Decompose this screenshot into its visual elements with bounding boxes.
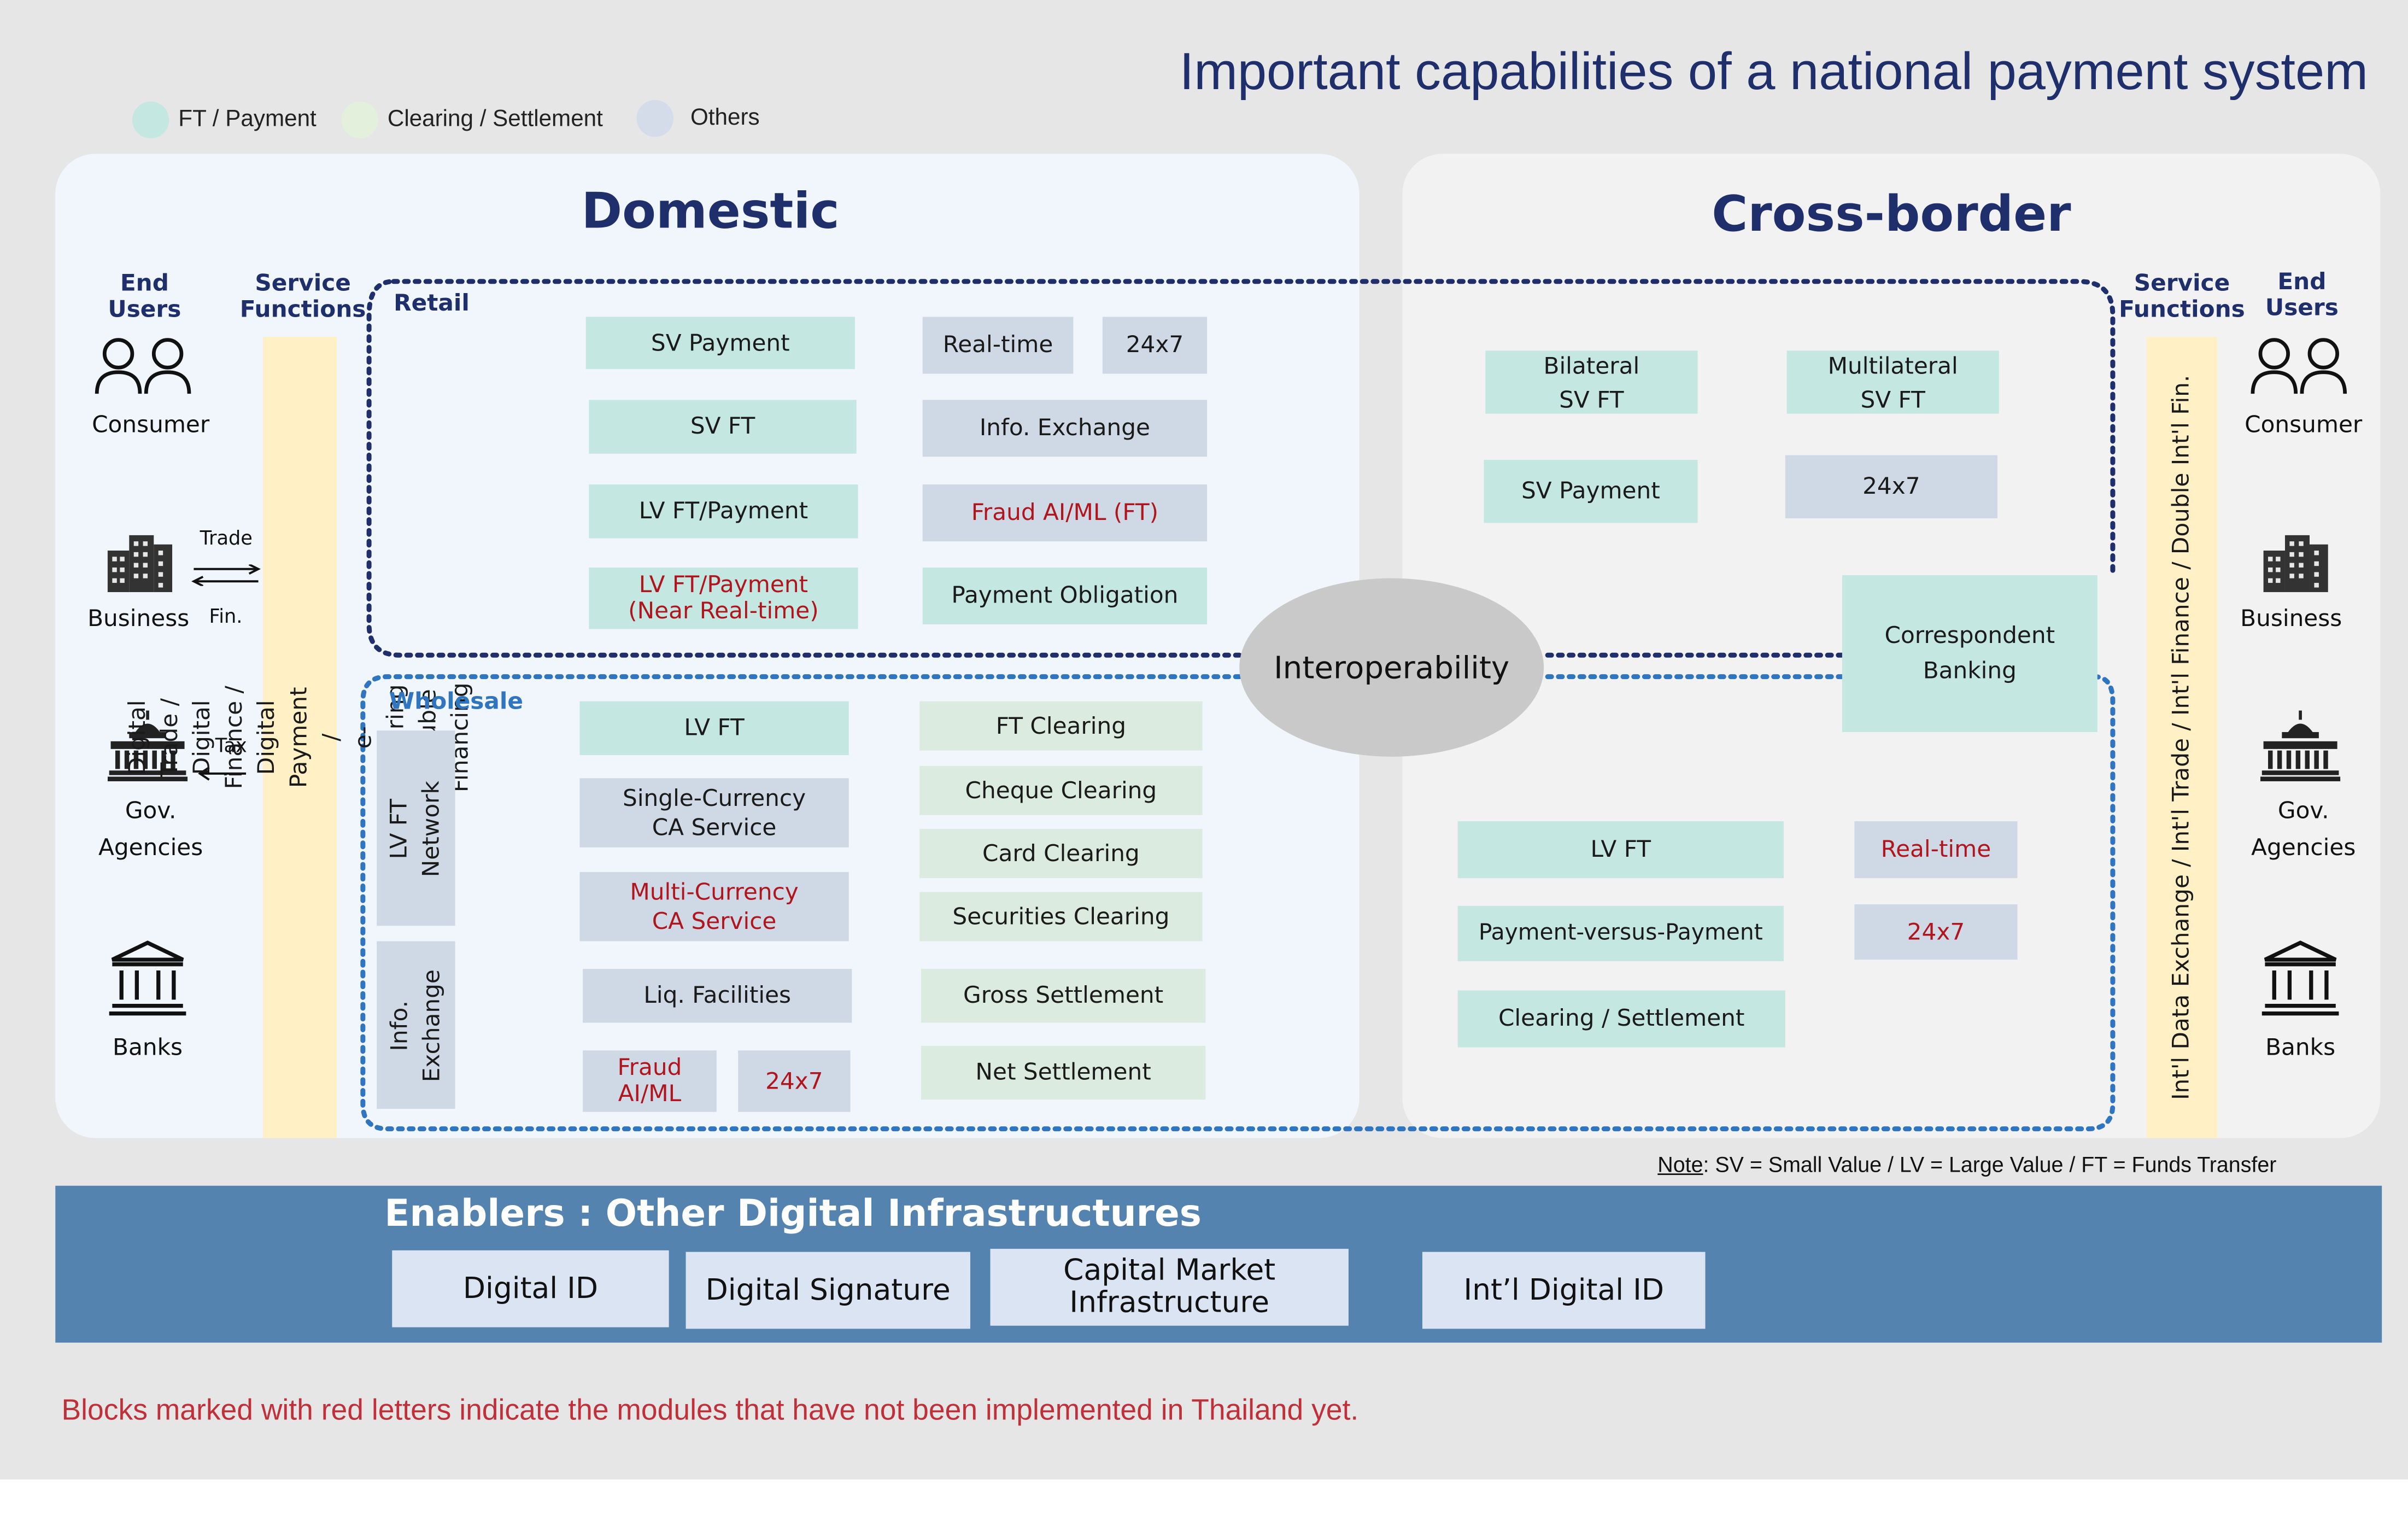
- wholesale-lv-ft: LV FT: [579, 701, 849, 756]
- service-functions-header-right: Service Functions: [2119, 269, 2245, 323]
- wholesale-single-currency-ca: Single-Currency CA Service: [579, 778, 849, 847]
- wholesale-net-settlement: Net Settlement: [921, 1045, 1206, 1100]
- consumer-label-left: Consumer: [92, 411, 210, 438]
- cb-24x7-top: 24x7: [1785, 455, 1997, 518]
- fin-label: Fin.: [209, 604, 243, 628]
- wholesale-gross-settlement: Gross Settlement: [921, 969, 1206, 1023]
- note-label: Note: [1657, 1151, 1703, 1177]
- service-functions-strip-right: Int'l Data Exchange / Int'l Trade / Int'…: [2146, 337, 2218, 1138]
- service-functions-text-right: Int'l Data Exchange / Int'l Trade / Int'…: [2167, 375, 2195, 1100]
- wholesale-cheque-clearing: Cheque Clearing: [919, 765, 1203, 815]
- enablers-title: Enablers : Other Digital Infrastructures: [384, 1191, 1202, 1235]
- legend-label-clearing: Clearing / Settlement: [387, 106, 603, 132]
- interoperability-hub: Interoperability: [1239, 578, 1544, 757]
- government-icon: [2260, 710, 2341, 781]
- enabler-digital-signature: Digital Signature: [686, 1252, 970, 1329]
- legend-swatch-clearing: [341, 101, 378, 139]
- wholesale-securities-clearing: Securities Clearing: [919, 892, 1203, 941]
- cb-multilateral-sv-ft: Multilateral SV FT: [1786, 350, 1999, 414]
- cb-24x7-bottom: 24x7: [1854, 904, 2018, 960]
- end-users-header-right: End Users: [2265, 267, 2339, 321]
- end-users-header-left: End Users: [108, 269, 181, 323]
- cb-payment-versus-payment: Payment-versus-Payment: [1457, 905, 1784, 962]
- wholesale-info-exchange-text: Info. Exchange: [385, 968, 446, 1081]
- business-label-right: Business: [2240, 604, 2342, 633]
- wholesale-info-exchange: Info. Exchange: [377, 941, 455, 1109]
- legend-label-ft-payment: FT / Payment: [178, 106, 317, 132]
- legend-swatch-ft-payment: [132, 101, 169, 139]
- service-functions-header-left: Service Functions: [239, 269, 366, 323]
- bank-icon: [2260, 938, 2340, 1018]
- banks-label-left: Banks: [113, 1033, 183, 1061]
- wholesale-liq-facilities: Liq. Facilities: [583, 969, 852, 1023]
- retail-outline: [366, 279, 2116, 658]
- cb-sv-payment: SV Payment: [1484, 460, 1698, 523]
- retail-sv-ft: SV FT: [589, 400, 857, 454]
- cb-bilateral-sv-ft: Bilateral SV FT: [1485, 350, 1698, 414]
- retail-info-exchange: Info. Exchange: [922, 400, 1208, 457]
- footnote: Blocks marked with red letters indicate …: [61, 1395, 1359, 1428]
- enabler-intl-digital-id: Int’l Digital ID: [1422, 1252, 1706, 1329]
- wholesale-24x7: 24x7: [738, 1050, 851, 1112]
- trade-label: Trade: [200, 526, 253, 549]
- retail-24x7: 24x7: [1102, 317, 1208, 374]
- tax-label: Tax: [215, 733, 247, 757]
- wholesale-card-clearing: Card Clearing: [919, 829, 1203, 879]
- business-icon: [104, 529, 175, 594]
- trade-fin-arrow: [191, 564, 261, 586]
- domestic-title: Domestic: [581, 181, 840, 240]
- retail-fraud-ai-ml-ft: Fraud AI/ML (FT): [922, 484, 1208, 542]
- wholesale-fraud-ai-ml: Fraud AI/ML: [583, 1050, 717, 1112]
- wholesale-lv-ft-network: LV FT Network: [377, 730, 455, 926]
- note-text: : SV = Small Value / LV = Large Value / …: [1703, 1151, 2277, 1177]
- cross-border-title: Cross-border: [1712, 184, 2071, 243]
- retail-real-time: Real-time: [922, 317, 1074, 374]
- tax-arrow: [198, 766, 247, 781]
- wholesale-ft-clearing: FT Clearing: [919, 701, 1203, 751]
- legend-swatch-others: [636, 100, 674, 137]
- consumer-icon: [92, 335, 197, 397]
- retail-lv-ft-payment-near-real-time: LV FT/Payment (Near Real-time): [589, 567, 858, 629]
- business-label-left: Business: [87, 604, 190, 633]
- banks-label-right: Banks: [2265, 1033, 2336, 1061]
- wholesale-outline: [360, 674, 2116, 1132]
- wholesale-label: Wholesale: [389, 687, 524, 715]
- retail-lv-ft-payment: LV FT/Payment: [589, 484, 858, 539]
- bank-icon: [108, 938, 188, 1018]
- page-title: Important capabilities of a national pay…: [1179, 43, 2368, 102]
- cb-real-time: Real-time: [1854, 821, 2018, 879]
- retail-sv-payment: SV Payment: [585, 317, 855, 370]
- consumer-label-right: Consumer: [2245, 411, 2363, 438]
- cb-lv-ft: LV FT: [1457, 821, 1784, 879]
- cb-clearing-settlement: Clearing / Settlement: [1457, 990, 1785, 1048]
- abbreviation-note: Note: SV = Small Value / LV = Large Valu…: [1657, 1152, 2276, 1177]
- business-icon: [2260, 529, 2331, 594]
- retail-label: Retail: [394, 289, 470, 317]
- wholesale-lv-ft-network-text: LV FT Network: [385, 780, 446, 876]
- wholesale-multi-currency-ca: Multi-Currency CA Service: [579, 872, 849, 941]
- enabler-digital-id: Digital ID: [392, 1250, 669, 1328]
- legend-label-others: Others: [690, 104, 760, 131]
- gov-agencies-label-right: Gov. Agencies: [2251, 797, 2356, 862]
- gov-agencies-label-left: Gov. Agencies: [98, 797, 203, 862]
- retail-payment-obligation: Payment Obligation: [922, 567, 1208, 625]
- enabler-capital-market-infrastructure: Capital Market Infrastructure: [990, 1249, 1349, 1326]
- consumer-icon: [2248, 335, 2352, 397]
- service-functions-strip-left: Digital Trade / Digital Finance / Digita…: [124, 337, 474, 1138]
- government-icon: [107, 710, 188, 781]
- cb-correspondent-banking: Correspondent Banking: [1842, 575, 2098, 732]
